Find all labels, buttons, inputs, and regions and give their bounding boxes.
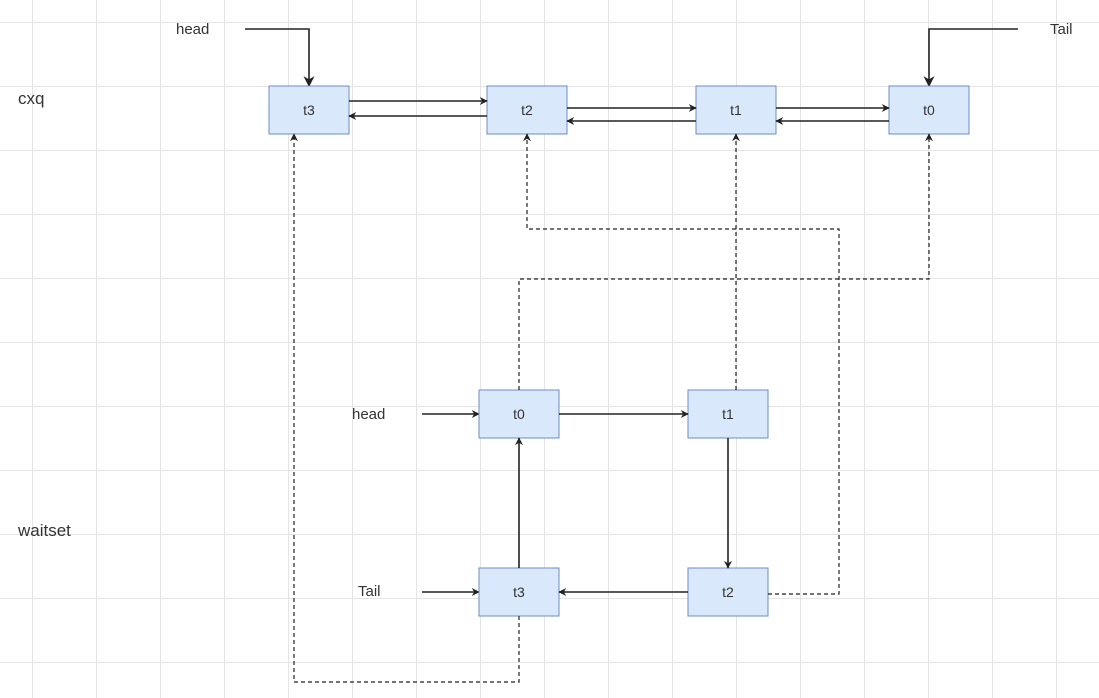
dashed-link-waitset-t2-to-cxq-t2 [523,133,840,595]
cxq-node-t1: t1 [695,85,777,135]
cxq-node-t2: t2 [486,85,568,135]
cxq-head-label: head [176,21,209,38]
waitset-tail-label: Tail [358,583,381,600]
cxq-tail-pointer [923,28,1018,88]
svg-text:t3: t3 [513,584,525,600]
svg-text:t2: t2 [521,102,533,118]
svg-text:t2: t2 [722,584,734,600]
cxq-node-t3: t3 [268,85,350,135]
cxq-tail-label: Tail [1050,21,1073,38]
dashed-link-waitset-t3-to-cxq-t3 [290,133,520,683]
svg-text:t1: t1 [722,406,734,422]
waitset-group-label: waitset [17,521,71,540]
waitset-node-t2: t2 [687,567,769,617]
waitset-node-t3: t3 [478,567,560,617]
cxq-group-label: cxq [18,89,44,108]
cxq-head-pointer [245,28,315,88]
waitset-node-t0: t0 [478,389,560,439]
dashed-link-waitset-t0-to-cxq-t0 [518,133,933,390]
svg-text:t0: t0 [513,406,525,422]
svg-text:t1: t1 [730,102,742,118]
waitset-head-label: head [352,406,385,423]
cxq-node-t0: t0 [888,85,970,135]
svg-text:t3: t3 [303,102,315,118]
svg-text:t0: t0 [923,102,935,118]
waitset-node-t1: t1 [687,389,769,439]
